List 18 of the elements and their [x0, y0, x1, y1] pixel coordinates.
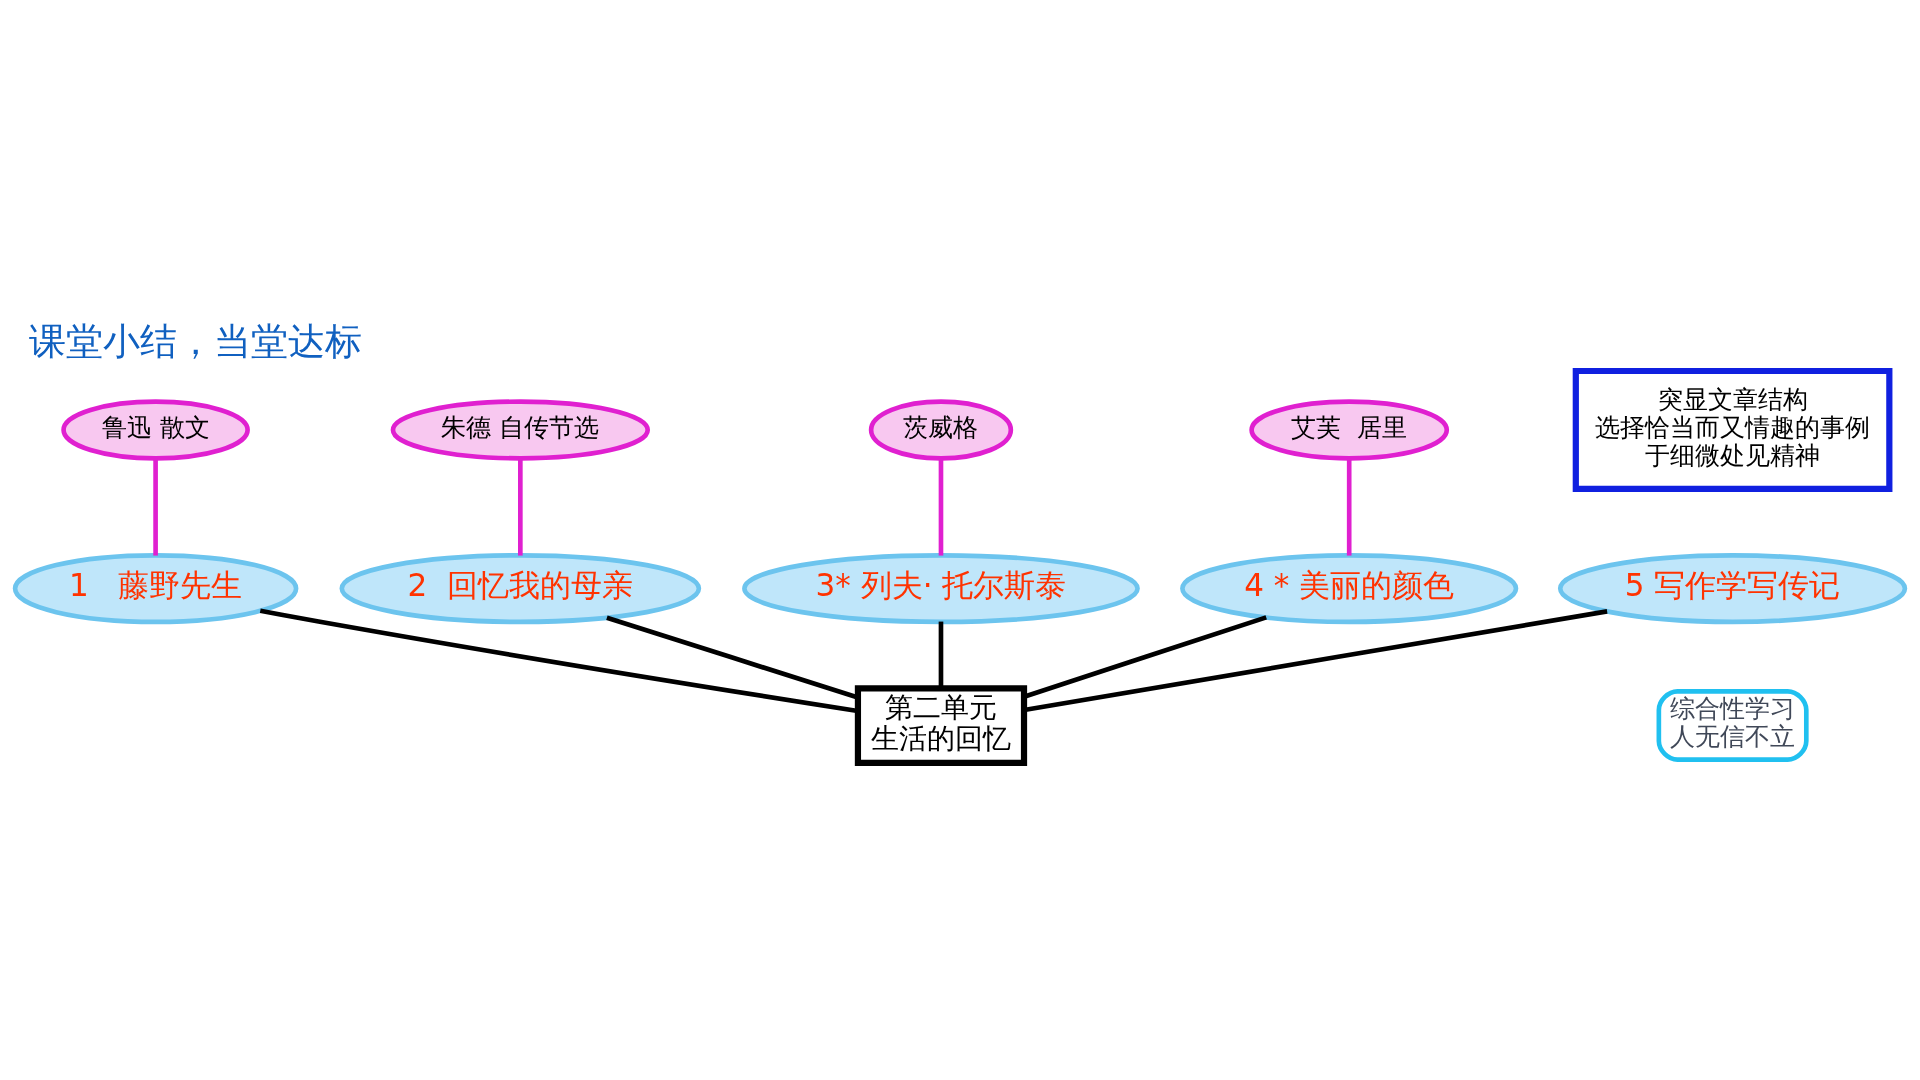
- node-box: 综合性学习 人无信不立: [1656, 688, 1809, 762]
- node-box: 第二单元 生活的回忆: [854, 684, 1028, 766]
- diagram-title: 课堂小结，当堂达标: [29, 318, 363, 363]
- node-ellipse: 茨威格: [868, 398, 1014, 461]
- node-box: 突显文章结构 选择恰当而又情趣的事例 于细微处见精神: [1572, 367, 1893, 492]
- connector: [518, 458, 523, 556]
- node-ellipse: 鲁迅 散文: [61, 398, 250, 461]
- node-ellipse: 3* 列夫· 托尔斯泰: [742, 552, 1140, 624]
- connector: [938, 621, 944, 688]
- connector: [1346, 458, 1352, 556]
- node-ellipse: 1 藤野先生: [12, 552, 299, 624]
- node-ellipse: 5 写作学写传记: [1557, 552, 1908, 624]
- connector: [938, 458, 944, 556]
- node-ellipse: 艾芙 居里: [1249, 398, 1450, 461]
- connector: [153, 458, 158, 556]
- node-ellipse: 2 回忆我的母亲: [339, 552, 702, 624]
- node-ellipse: 4 * 美丽的颜色: [1180, 552, 1519, 624]
- node-ellipse: 朱德 自传节选: [390, 398, 651, 461]
